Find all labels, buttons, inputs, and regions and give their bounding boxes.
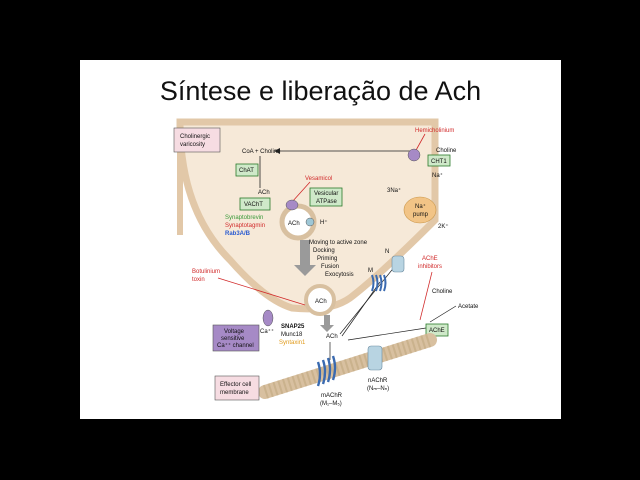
m-label: M <box>368 268 373 274</box>
ach-label-3: ACh <box>315 299 327 305</box>
h-plus-label: H⁺ <box>320 219 328 226</box>
na-pump <box>403 196 437 224</box>
ach-label-4: ACh <box>326 334 338 340</box>
na-pump-label-2: pump <box>413 212 429 218</box>
coa-choline-label: CoA + Choline <box>242 149 281 155</box>
nachr-label-1: nAChR <box>368 378 388 384</box>
ach-to-m-arrow <box>341 281 381 337</box>
ach-to-n-arrow <box>339 259 401 335</box>
diagram-boxes-voltage-channel-1: sensitive <box>221 336 245 342</box>
nachr-label-2: (Nₘ–Nₙ) <box>367 386 389 392</box>
machr-label-1: mAChR <box>321 393 343 399</box>
choline-uptake-arrowhead <box>274 148 280 154</box>
chat-box: ChAT <box>235 163 259 177</box>
diagram-boxes-voltage-channel-2: Ca⁺⁺ channel <box>217 342 254 349</box>
two-k-label: 2K⁺ <box>438 223 449 230</box>
three-na-label: 3Na⁺ <box>387 187 401 194</box>
diagram-boxes-voltage-channel-0: Voltage <box>224 329 245 335</box>
syntaxin-label: Syntaxin1 <box>279 340 306 346</box>
diagram-boxes-cholinergic-varicosity-1: varicosity <box>180 142 205 148</box>
diagram-boxes-vesicular-atpase-0: Vesicular <box>314 191 338 197</box>
hemicholinium-label: Hemicholinium <box>415 128 454 134</box>
diagram-boxes-cholinergic-varicosity-0: Cholinergic <box>180 134 210 140</box>
vesicular-atpase-box: Vesicular ATPase <box>309 187 343 207</box>
release-arrow <box>320 315 334 332</box>
nachr-receptor <box>367 345 383 371</box>
hemicholinium-inhibit-line <box>414 133 426 153</box>
cholinergic-varicosity-box: Cholinergic varicosity <box>173 127 221 153</box>
diagram-boxes-vacht: VAChT <box>244 202 263 208</box>
ca-plus-label: Ca⁺⁺ <box>260 328 274 335</box>
rab3-label: Rab3A/B <box>225 231 251 237</box>
vacht-box: VAChT <box>239 197 271 211</box>
diagram-boxes-cht1: CHT1 <box>431 159 447 165</box>
cht1-box: CHT1 <box>427 154 451 167</box>
na-plus-label: Na⁺ <box>432 172 443 179</box>
synaptobrevin-label: Synaptobrevin <box>225 215 263 221</box>
effector-membrane-box: Effector cell membrane <box>214 375 260 401</box>
vacht-transporter <box>285 199 299 211</box>
choline-right-label: Choline <box>432 289 453 295</box>
acetate-label: Acetate <box>458 304 479 310</box>
docked-vesicle <box>304 284 336 316</box>
machr-receptor <box>316 355 337 387</box>
ach-label-1: ACh <box>258 190 270 196</box>
ach-to-ache-arrow <box>347 327 427 341</box>
botulinum-label-1: Botulinium <box>192 269 220 275</box>
diagram-boxes-effector-membrane-0: Effector cell <box>220 382 251 388</box>
vesamicol-inhibit-line <box>291 181 311 203</box>
step-priming: Priming <box>317 256 337 262</box>
ache-to-acetate-arrow <box>429 305 457 323</box>
movement-arrow <box>294 240 316 276</box>
membrane-pattern <box>262 333 433 399</box>
machr-label-2: (M₁–M₅) <box>320 401 342 407</box>
munc18-label: Munc18 <box>281 332 303 338</box>
diagram-boxes-vesicular-atpase-1: ATPase <box>316 199 338 205</box>
ache-inhibitors-label-2: inhibitors <box>418 264 442 270</box>
slide-title: Síntese e liberação de Ach <box>159 76 482 106</box>
ache-box: AChE <box>425 323 449 337</box>
n-label: N <box>385 249 389 255</box>
step-docking: Docking <box>313 248 335 254</box>
vesamicol-label: Vesamicol <box>305 176 332 182</box>
diagram-boxes-chat: ChAT <box>239 168 254 174</box>
cht1-transporter <box>407 148 421 162</box>
ache-inhibit-line <box>419 271 433 321</box>
atpase-pump <box>305 217 315 227</box>
na-pump-label-1: Na⁺ <box>415 203 426 210</box>
botulinum-inhibit-line <box>217 277 306 306</box>
synaptotagmin-label: Synaptotagmin <box>225 223 265 229</box>
cholinergic-synapse-diagram: Cholinergic varicosity CoA + Choline ChA… <box>173 118 479 407</box>
voltage-channel-box: Voltage sensitive Ca⁺⁺ channel <box>212 324 260 352</box>
diagram-boxes-ache: AChE <box>429 328 445 334</box>
diagram-boxes-effector-membrane-1: membrane <box>220 390 249 396</box>
snap25-label: SNAP25 <box>281 324 305 330</box>
ach-label-2: ACh <box>288 221 300 227</box>
step-exocytosis: Exocytosis <box>325 272 354 278</box>
ache-inhibitors-label-1: AChE <box>422 256 438 262</box>
step-fusion: Fusion <box>321 264 339 270</box>
n-receptor <box>391 255 405 273</box>
slide: Síntese e liberação de Ach Cholinergic v… <box>80 60 561 419</box>
calcium-channel <box>262 309 274 327</box>
step-moving: Moving to active zone <box>309 240 368 246</box>
botulinum-label-2: toxin <box>192 277 205 283</box>
choline-top-label: Choline <box>436 148 457 154</box>
m-receptor <box>371 274 387 292</box>
